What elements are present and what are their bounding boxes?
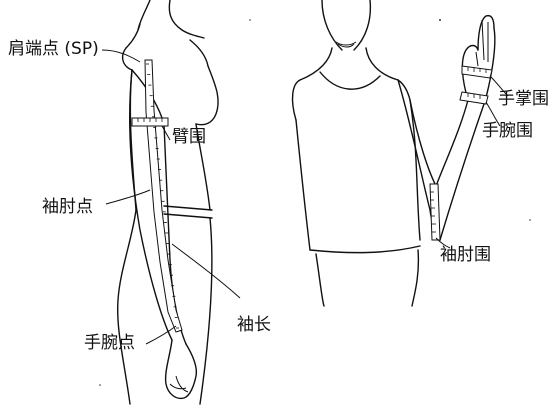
shoulder-point-label: 肩端点 (SP) — [8, 39, 99, 59]
wrist-point-leader — [145, 325, 177, 345]
wrist-point-label: 手腕点 — [84, 333, 135, 353]
wrist-circumference-label: 手腕围 — [482, 121, 533, 141]
wrist-circumference-tape — [459, 91, 489, 105]
speck — [439, 19, 441, 21]
palm-circumference-label: 手掌围 — [498, 89, 549, 109]
speck — [529, 219, 531, 221]
elbow-point-label: 袖肘点 — [42, 197, 93, 217]
sleeve-length-tape — [144, 59, 183, 333]
speck — [99, 384, 101, 386]
elbow-circumference-tape — [429, 183, 441, 241]
palm-circumference-leader — [489, 75, 509, 97]
shoulder-point-leader — [101, 49, 141, 63]
speck — [249, 19, 251, 21]
sleeve-length-label: 袖长 — [237, 315, 271, 335]
palm-circumference-tape — [461, 65, 493, 79]
arm-circumference-tape — [131, 117, 169, 127]
arm-circumference-label: 臂围 — [172, 127, 206, 147]
elbow-circumference-leader — [435, 237, 451, 249]
arm-circumference-leader — [161, 125, 171, 141]
elbow-circumference-label: 袖肘围 — [440, 245, 491, 265]
elbow-point-leader — [105, 189, 151, 205]
sleeve-length-leader — [171, 243, 241, 299]
wrist-circumference-leader — [485, 101, 501, 127]
